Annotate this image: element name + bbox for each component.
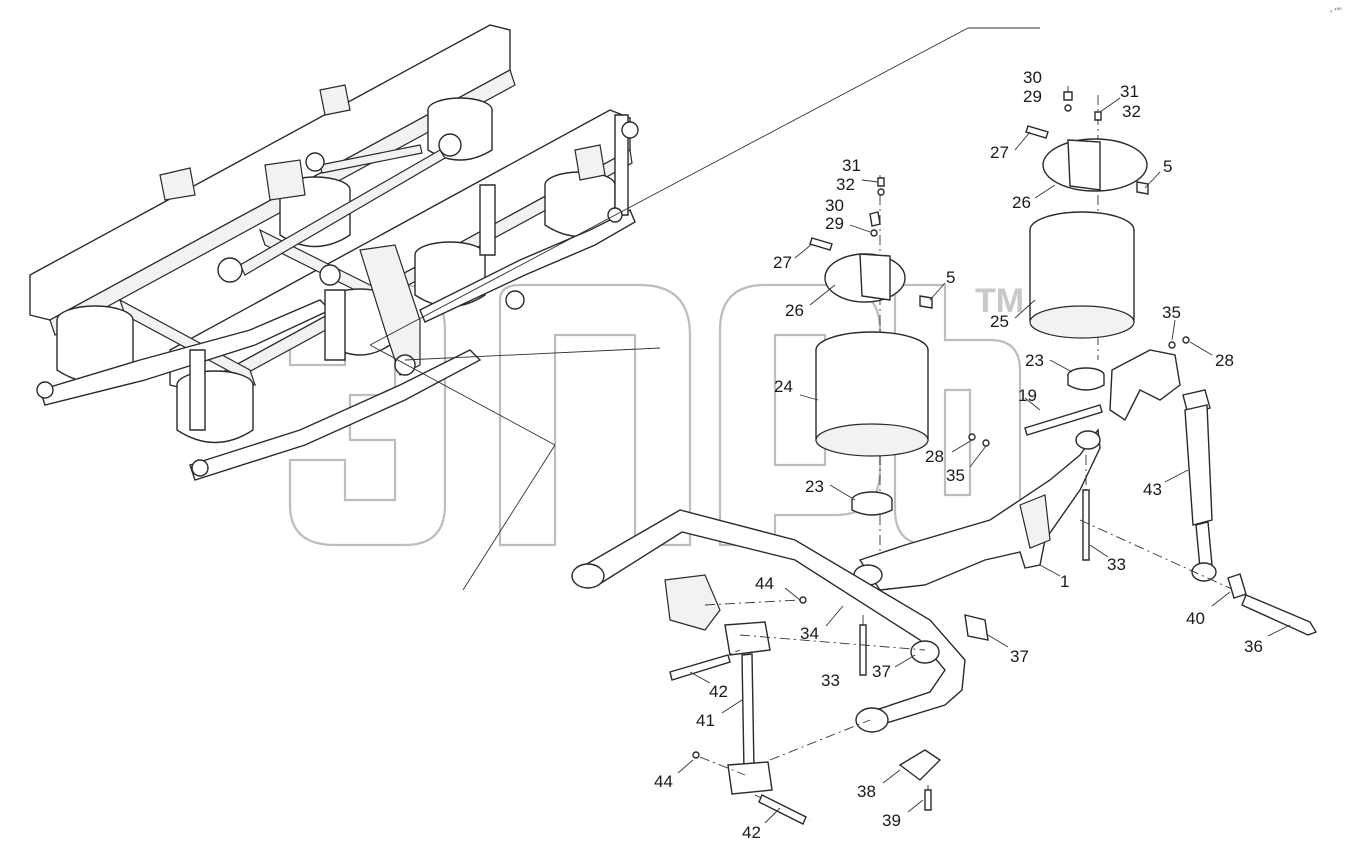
callout-19: 19 — [1018, 386, 1037, 405]
callout-23: 23 — [1025, 351, 1044, 370]
callout-1: 1 — [1060, 572, 1069, 591]
callout-25: 25 — [990, 312, 1009, 331]
callout-24: 24 — [774, 377, 793, 396]
callout-38: 38 — [857, 782, 876, 801]
callout-40: 40 — [1186, 609, 1205, 628]
callout-31: 31 — [1120, 82, 1139, 101]
callout-34: 34 — [800, 624, 819, 643]
callout-32: 32 — [836, 175, 855, 194]
callout-5: 5 — [946, 268, 955, 287]
callout-23: 23 — [805, 477, 824, 496]
callout-32: 32 — [1122, 102, 1141, 121]
callout-26: 26 — [1012, 193, 1031, 212]
callout-29: 29 — [825, 214, 844, 233]
callout-numbers: 30 31 29 32 27 5 26 31 32 30 29 27 5 26 … — [654, 68, 1263, 842]
trailing-beam-assembly — [853, 336, 1318, 636]
callout-42: 42 — [742, 823, 761, 842]
callout-33: 33 — [821, 671, 840, 690]
callout-44: 44 — [654, 772, 673, 791]
callout-37: 37 — [1010, 647, 1029, 666]
corner-mark: ₀ ⁴⁰⁰ — [1330, 7, 1342, 14]
air-spring-assembly-right — [1025, 91, 1149, 391]
trademark-label: TM — [975, 282, 1024, 320]
callout-26: 26 — [785, 301, 804, 320]
callout-36: 36 — [1244, 637, 1263, 656]
callout-39: 39 — [882, 811, 901, 830]
air-spring-assembly-left — [809, 175, 933, 560]
callout-44: 44 — [755, 574, 774, 593]
callout-41: 41 — [696, 711, 715, 730]
callout-33: 33 — [1107, 555, 1126, 574]
callout-5: 5 — [1163, 157, 1172, 176]
callout-28: 28 — [1215, 351, 1234, 370]
callout-30: 30 — [825, 196, 844, 215]
callout-42: 42 — [709, 682, 728, 701]
callout-35: 35 — [1162, 303, 1181, 322]
callout-leaders — [677, 86, 1291, 824]
callout-27: 27 — [990, 143, 1009, 162]
callout-28: 28 — [925, 447, 944, 466]
callout-31: 31 — [842, 156, 861, 175]
callout-37: 37 — [872, 662, 891, 681]
callout-29: 29 — [1023, 87, 1042, 106]
callout-27: 27 — [773, 253, 792, 272]
callout-43: 43 — [1143, 480, 1162, 499]
callout-30: 30 — [1023, 68, 1042, 87]
assembled-suspension-view — [29, 24, 639, 481]
callout-35: 35 — [946, 466, 965, 485]
stabilizer-bar-assembly — [571, 509, 989, 825]
